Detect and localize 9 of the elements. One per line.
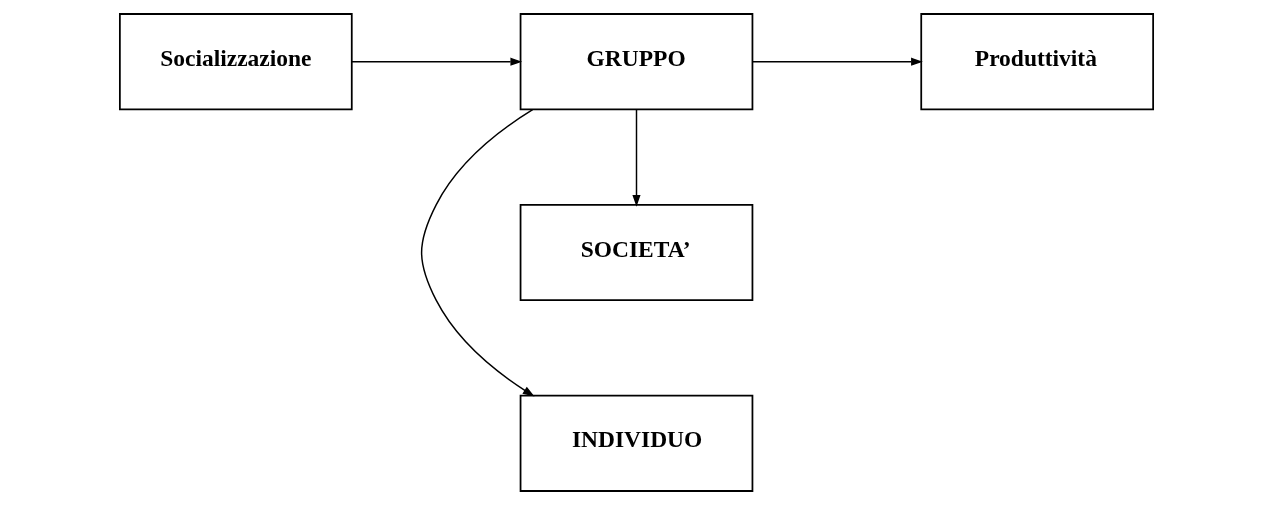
node-box: GRUPPO — [519, 13, 753, 111]
arrow — [751, 57, 923, 66]
node-box: SOCIETA’ — [519, 203, 753, 302]
arrow — [631, 108, 641, 207]
arrow — [350, 57, 522, 66]
arrow — [420, 108, 535, 397]
node-box: INDIVIDUO — [519, 394, 753, 492]
node-box: Socializzazione — [118, 13, 353, 111]
node-box: Produttività — [919, 13, 1154, 111]
